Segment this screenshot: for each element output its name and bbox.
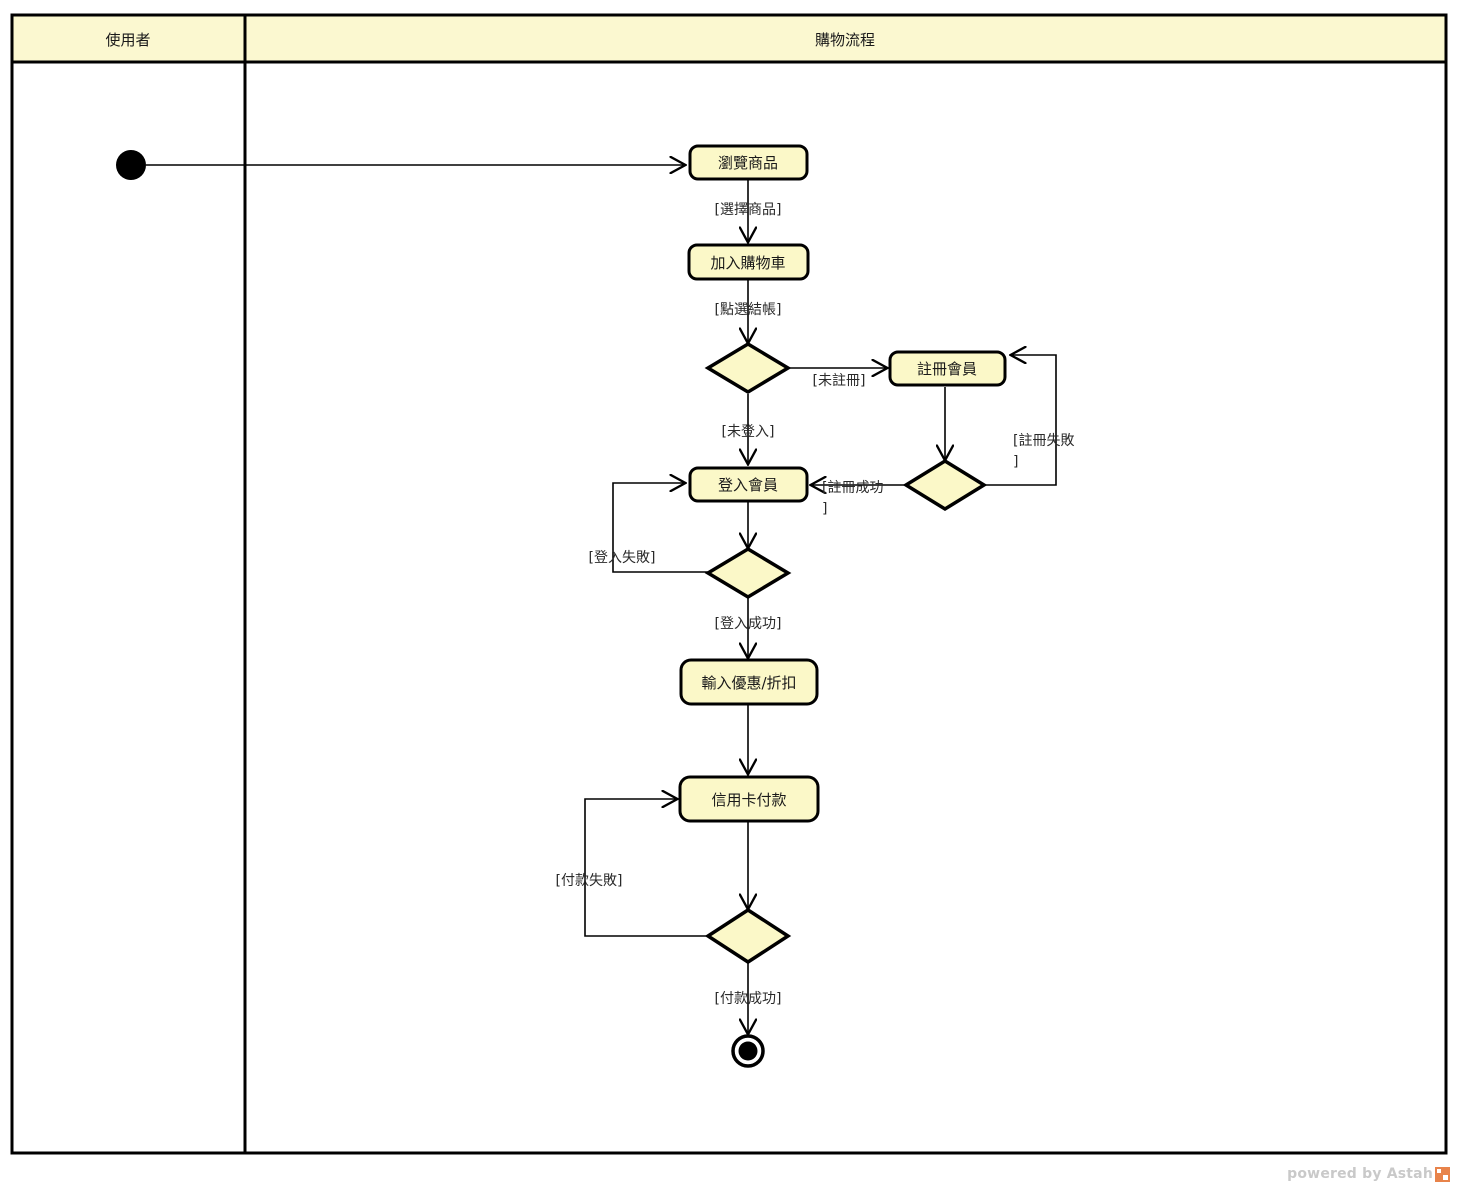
- edge-label-not-registered: [未註冊]: [813, 373, 866, 389]
- action-payment-label: 信用卡付款: [711, 791, 786, 809]
- action-node-browse[interactable]: 瀏覽商品: [688, 144, 809, 181]
- action-discount-label: 輸入優惠/折扣: [701, 674, 796, 692]
- astah-logo-icon: [1435, 1166, 1450, 1182]
- action-node-discount[interactable]: 輸入優惠/折扣: [679, 658, 819, 706]
- action-addcart-label: 加入購物車: [710, 254, 785, 272]
- lane-label-user: 使用者: [105, 31, 150, 49]
- action-node-addcart[interactable]: 加入購物車: [687, 243, 810, 281]
- watermark-text: powered by Astah: [1287, 1166, 1433, 1182]
- action-browse-label: 瀏覽商品: [718, 154, 778, 172]
- decision-node-register[interactable]: [902, 458, 988, 512]
- action-login-label: 登入會員: [718, 476, 778, 494]
- action-login-shape[interactable]: [688, 466, 809, 503]
- action-register-label: 註冊會員: [917, 360, 977, 378]
- edge-label-register-success: [註冊成功: [822, 480, 883, 496]
- final-node-inner-dot: [738, 1041, 758, 1061]
- action-payment-shape[interactable]: [678, 775, 820, 823]
- action-node-login[interactable]: 登入會員: [688, 466, 809, 503]
- edge-label-click-checkout: [點選結帳]: [715, 302, 782, 318]
- edge-label-register-failed: [註冊失敗: [1013, 433, 1074, 449]
- swimlane-header-shopping: [243, 13, 1448, 64]
- lane-label-shopping: 購物流程: [815, 31, 875, 49]
- edge-label-select-product: [選擇商品]: [715, 202, 782, 218]
- edge-register-fail-loop: [984, 355, 1057, 486]
- edge-label-payment-failed: [付款失敗]: [556, 873, 623, 889]
- initial-node[interactable]: [116, 150, 146, 180]
- action-register-shape[interactable]: [888, 350, 1007, 387]
- final-node[interactable]: [731, 1034, 765, 1068]
- swimlane-frame: [10, 13, 1448, 1155]
- decision-node-payment[interactable]: [704, 907, 792, 965]
- flow-edges: [146, 165, 1057, 1033]
- swimlane-header-user: [10, 13, 247, 64]
- decision-node-login[interactable]: [704, 546, 792, 600]
- astah-watermark: powered by Astah: [1287, 1166, 1450, 1182]
- action-node-register[interactable]: 註冊會員: [888, 350, 1007, 387]
- edge-label-not-logged-in: [未登入]: [722, 424, 775, 440]
- action-addcart-shape[interactable]: [687, 243, 810, 281]
- action-browse-shape[interactable]: [688, 144, 809, 181]
- action-discount-shape[interactable]: [679, 658, 819, 706]
- edge-payment-fail-loop: [584, 799, 710, 937]
- edge-label-register-success-bracket: ]: [822, 501, 827, 517]
- edge-label-login-failed: [登入失敗]: [589, 550, 656, 566]
- edge-label-payment-success: [付款成功]: [715, 991, 782, 1007]
- action-node-payment[interactable]: 信用卡付款: [678, 775, 820, 823]
- edge-login-fail-loop: [612, 483, 710, 573]
- edge-label-register-failed-bracket: ]: [1013, 454, 1018, 470]
- decision-node-checkout[interactable]: [704, 341, 792, 395]
- edge-label-login-success: [登入成功]: [715, 616, 782, 632]
